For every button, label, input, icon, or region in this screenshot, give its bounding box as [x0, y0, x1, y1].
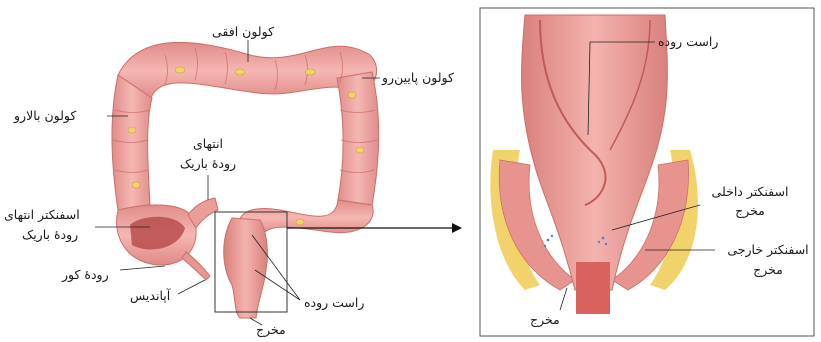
detail-label-anus: مخرج	[530, 312, 560, 327]
label-ileocecal-sphincter-1: اسفنکتر انتهای	[4, 207, 80, 222]
label-ileocecal-sphincter-2: رودهٔ باریک	[22, 227, 78, 242]
label-rectum: راست روده	[304, 295, 364, 310]
rectum-detail-panel	[480, 8, 814, 336]
colon-illustration	[112, 42, 379, 318]
label-ileum-end-1: انتهای	[180, 136, 236, 151]
zoom-arrow-head	[452, 223, 462, 233]
detail-label-internal-sphincter-1: اسفنکتر داخلی	[700, 184, 800, 199]
descending-colon	[337, 72, 379, 205]
label-anus: مخرج	[256, 322, 286, 337]
detail-label-rectum: راست روده	[658, 34, 718, 49]
appendix	[182, 252, 210, 280]
rectum-small	[224, 218, 268, 318]
horizontal-colon	[118, 42, 377, 100]
label-descending-colon: کولون پایین‌رو	[382, 70, 454, 85]
detail-label-internal-sphincter-2: مخرج	[700, 203, 800, 218]
label-ascending-colon: کولون بالارو	[14, 108, 76, 123]
detail-label-external-sphincter-2: مخرج	[716, 262, 820, 277]
label-ileum-end-2: رودهٔ باریک	[174, 156, 242, 171]
detail-label-external-sphincter-1: اسفنکتر خارجی	[716, 242, 820, 257]
label-cecum: رودهٔ کور	[62, 267, 109, 282]
label-appendix: آپاندیس	[130, 288, 170, 303]
label-horizontal-colon: کولون افقی	[212, 24, 274, 39]
